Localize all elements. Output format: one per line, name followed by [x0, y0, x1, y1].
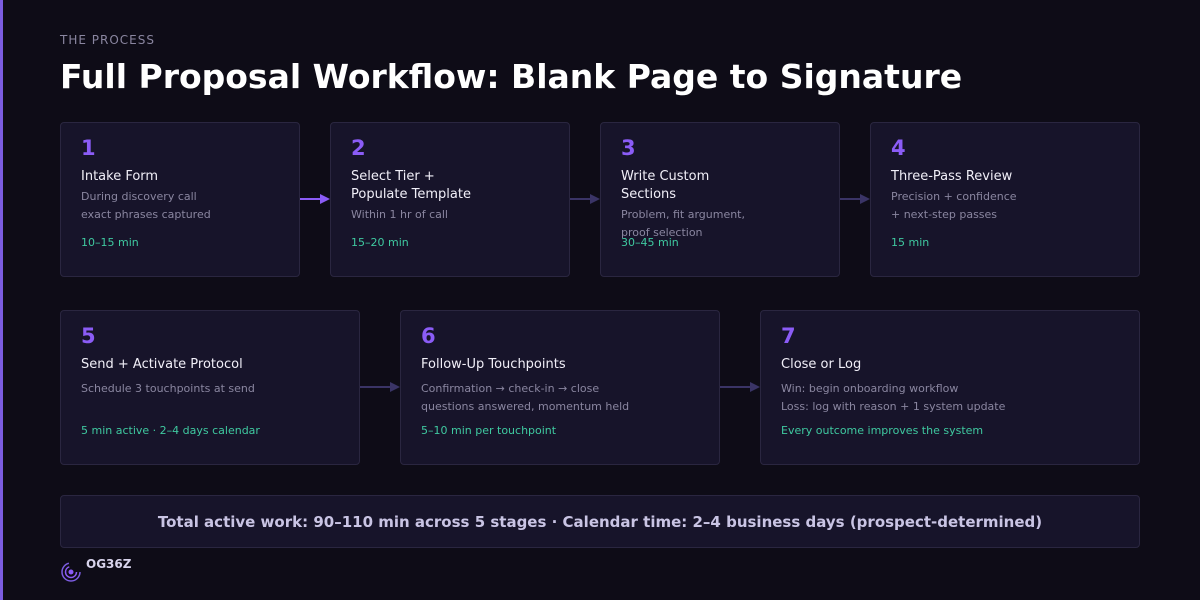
step-card-1: 1 Intake Form During discovery call exac… — [60, 122, 300, 277]
step-name: Write Custom Sections — [621, 169, 710, 202]
step-description: questions answered, momentum held — [421, 400, 630, 413]
arrow-5-to-6 — [360, 382, 400, 392]
step-card-4: 4 Three-Pass Review Precision + confiden… — [870, 122, 1140, 277]
brand-name: OG36Z — [86, 557, 132, 571]
arrow-6-to-7 — [720, 382, 760, 392]
step-duration: 15–20 min — [351, 236, 409, 249]
step-card-7: 7 Close or Log Win: begin onboarding wor… — [760, 310, 1140, 465]
step-duration: Every outcome improves the system — [781, 424, 984, 437]
step-description: Loss: log with reason + 1 system update — [781, 400, 1006, 413]
step-description: Schedule 3 touchpoints at send — [81, 382, 255, 395]
arrow-3-to-4 — [840, 194, 870, 204]
step-duration: 5–10 min per touchpoint — [421, 424, 557, 437]
step-name: Three-Pass Review — [891, 169, 1013, 184]
summary-banner: Total active work: 90–110 min across 5 s… — [60, 495, 1140, 548]
step-description: + next-step passes — [891, 208, 998, 221]
step-number: 5 — [81, 324, 96, 348]
step-description: Problem, fit argument, — [621, 208, 745, 221]
step-card-5: 5 Send + Activate Protocol Schedule 3 to… — [60, 310, 360, 465]
arrow-1-to-2 — [300, 194, 330, 204]
step-name: Send + Activate Protocol — [81, 357, 243, 372]
step-number: 2 — [351, 136, 366, 160]
step-duration: 15 min — [891, 236, 930, 249]
step-duration: 10–15 min — [81, 236, 139, 249]
page-title: Full Proposal Workflow: Blank Page to Si… — [60, 57, 963, 96]
step-number: 6 — [421, 324, 436, 348]
section-eyebrow: THE PROCESS — [60, 33, 155, 47]
step-description: Within 1 hr of call — [351, 208, 448, 221]
step-card-6: 6 Follow-Up Touchpoints Confirmation → c… — [400, 310, 720, 465]
step-name: Intake Form — [81, 169, 159, 184]
step-number: 1 — [81, 136, 96, 160]
step-description: Win: begin onboarding workflow — [781, 382, 959, 395]
step-description: Precision + confidence — [891, 190, 1017, 203]
left-accent-bar — [0, 0, 3, 600]
step-card-3: 3 Write Custom Sections Problem, fit arg… — [600, 122, 840, 277]
step-name: Follow-Up Touchpoints — [421, 357, 566, 372]
step-description: During discovery call — [81, 190, 197, 203]
step-description: Confirmation → check-in → close — [421, 382, 600, 395]
step-duration: 30–45 min — [621, 236, 679, 249]
step-name: Close or Log — [781, 357, 862, 372]
arrow-2-to-3 — [570, 194, 600, 204]
step-duration: 5 min active · 2–4 days calendar — [81, 424, 260, 437]
step-description: exact phrases captured — [81, 208, 211, 221]
step-name: Select Tier + Populate Template — [351, 169, 471, 202]
step-description: proof selection — [621, 226, 703, 239]
step-number: 7 — [781, 324, 796, 348]
step-number: 4 — [891, 136, 906, 160]
step-card-2: 2 Select Tier + Populate Template Within… — [330, 122, 570, 277]
step-number: 3 — [621, 136, 636, 160]
brand-logo-icon — [61, 562, 81, 582]
